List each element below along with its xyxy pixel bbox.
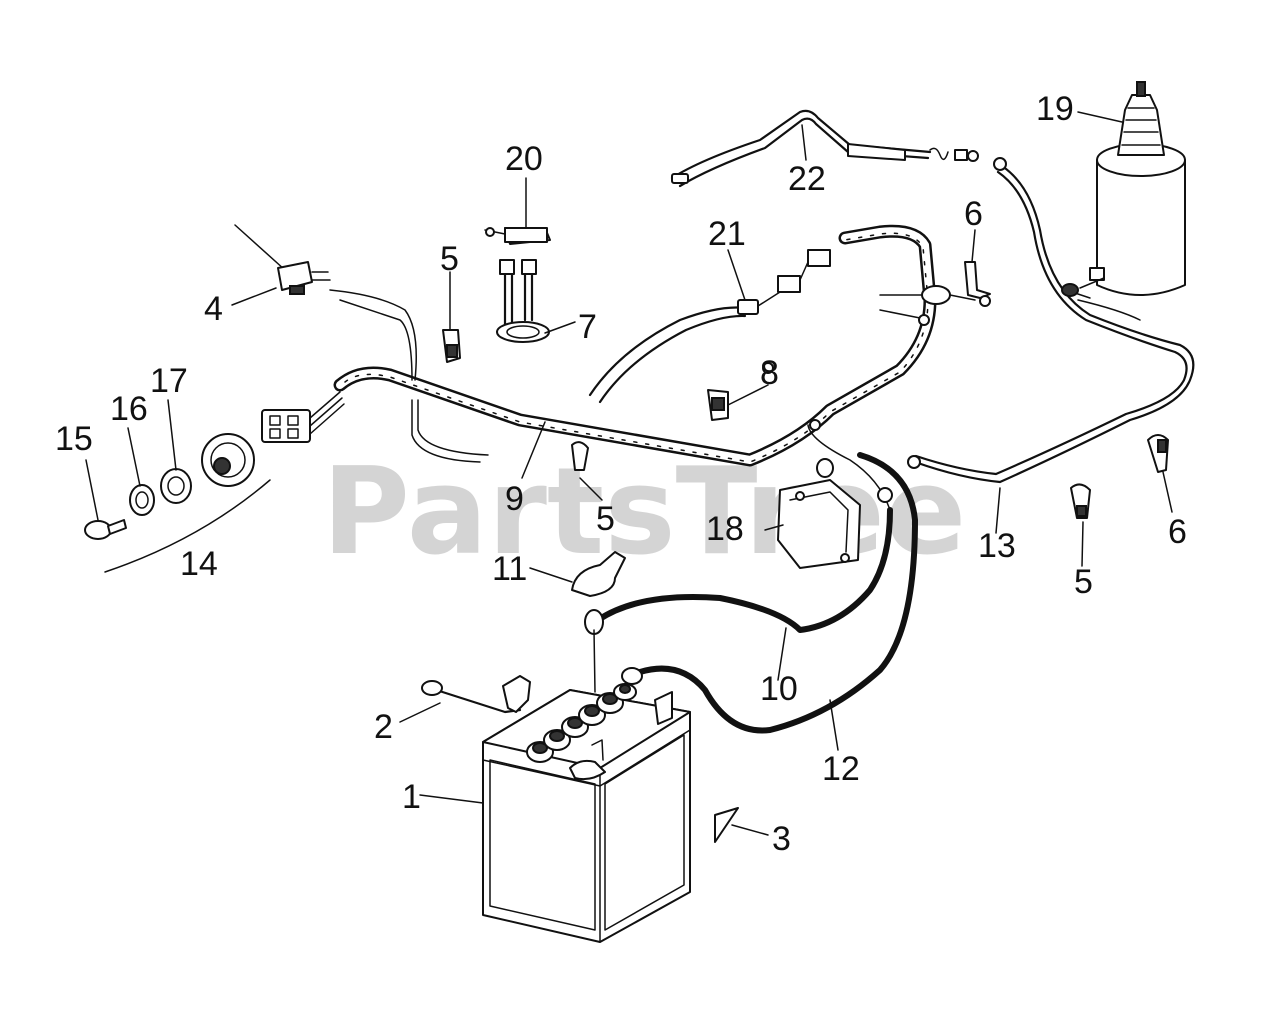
part-8-connector[interactable] [707, 362, 774, 421]
callout-numbers: 1 2 3 4 5 5 5 6 6 7 8 9 10 11 12 13 14 1… [55, 90, 1187, 858]
callout-15: 15 [55, 420, 93, 458]
part-2-hold-down[interactable] [421, 675, 531, 714]
callout-14: 14 [180, 545, 218, 583]
part-21-wire[interactable] [588, 249, 831, 404]
callout-10: 10 [760, 670, 798, 708]
watermark: PartsTree [322, 443, 966, 582]
callout-8: 8 [760, 354, 779, 392]
callout-3: 3 [772, 820, 791, 858]
part-5-boot-a[interactable] [442, 329, 461, 363]
callout-7: 7 [578, 308, 597, 346]
part-5-boot-b[interactable] [571, 441, 589, 471]
inline-fuse[interactable] [879, 285, 991, 326]
callout-11: 11 [492, 550, 527, 588]
part-3-decal[interactable] [714, 807, 739, 843]
part-17-washer[interactable] [160, 468, 192, 504]
callout-6-b: 6 [1168, 513, 1187, 551]
cable-22[interactable] [670, 109, 979, 188]
battery-caps [526, 683, 637, 763]
wire-harness[interactable] [261, 224, 937, 511]
callout-5-a: 5 [440, 240, 459, 278]
part-20-switch[interactable] [484, 227, 551, 337]
callout-2: 2 [374, 708, 393, 746]
part-18-regulator[interactable] [777, 479, 861, 569]
leader-lines [85, 111, 1173, 836]
part-7-grommet[interactable] [496, 321, 550, 343]
callout-19: 19 [1036, 90, 1074, 128]
part-12-cable[interactable] [621, 452, 918, 734]
callout-22: 22 [788, 160, 826, 198]
callout-5-b: 5 [596, 500, 615, 538]
callout-5-c: 5 [1074, 563, 1093, 601]
callout-12: 12 [822, 750, 860, 788]
part-4-switch[interactable] [234, 224, 331, 295]
part-11-terminal-cover[interactable] [571, 551, 626, 597]
callout-6-a: 6 [964, 195, 983, 233]
part-1-battery[interactable] [482, 683, 691, 943]
callout-16: 16 [110, 390, 148, 428]
part-5-boot-c[interactable] [1070, 483, 1091, 519]
callout-4: 4 [204, 290, 223, 328]
part-19-coil[interactable] [1061, 81, 1186, 297]
part-6-clip-b[interactable] [1147, 434, 1169, 473]
callout-18: 18 [706, 510, 744, 548]
part-6-clip-a[interactable] [964, 261, 991, 299]
callout-20: 20 [505, 140, 543, 178]
callout-9: 9 [505, 480, 524, 518]
part-10-cable[interactable] [584, 487, 893, 693]
callout-21: 21 [708, 215, 746, 253]
part-14-ignition-switch[interactable] [104, 433, 271, 573]
part-15-key[interactable] [84, 519, 127, 540]
callout-13: 13 [978, 527, 1016, 565]
callout-1: 1 [402, 778, 421, 816]
part-16-nut[interactable] [129, 484, 155, 516]
cable-13[interactable] [907, 157, 1195, 484]
callout-17: 17 [150, 362, 188, 400]
